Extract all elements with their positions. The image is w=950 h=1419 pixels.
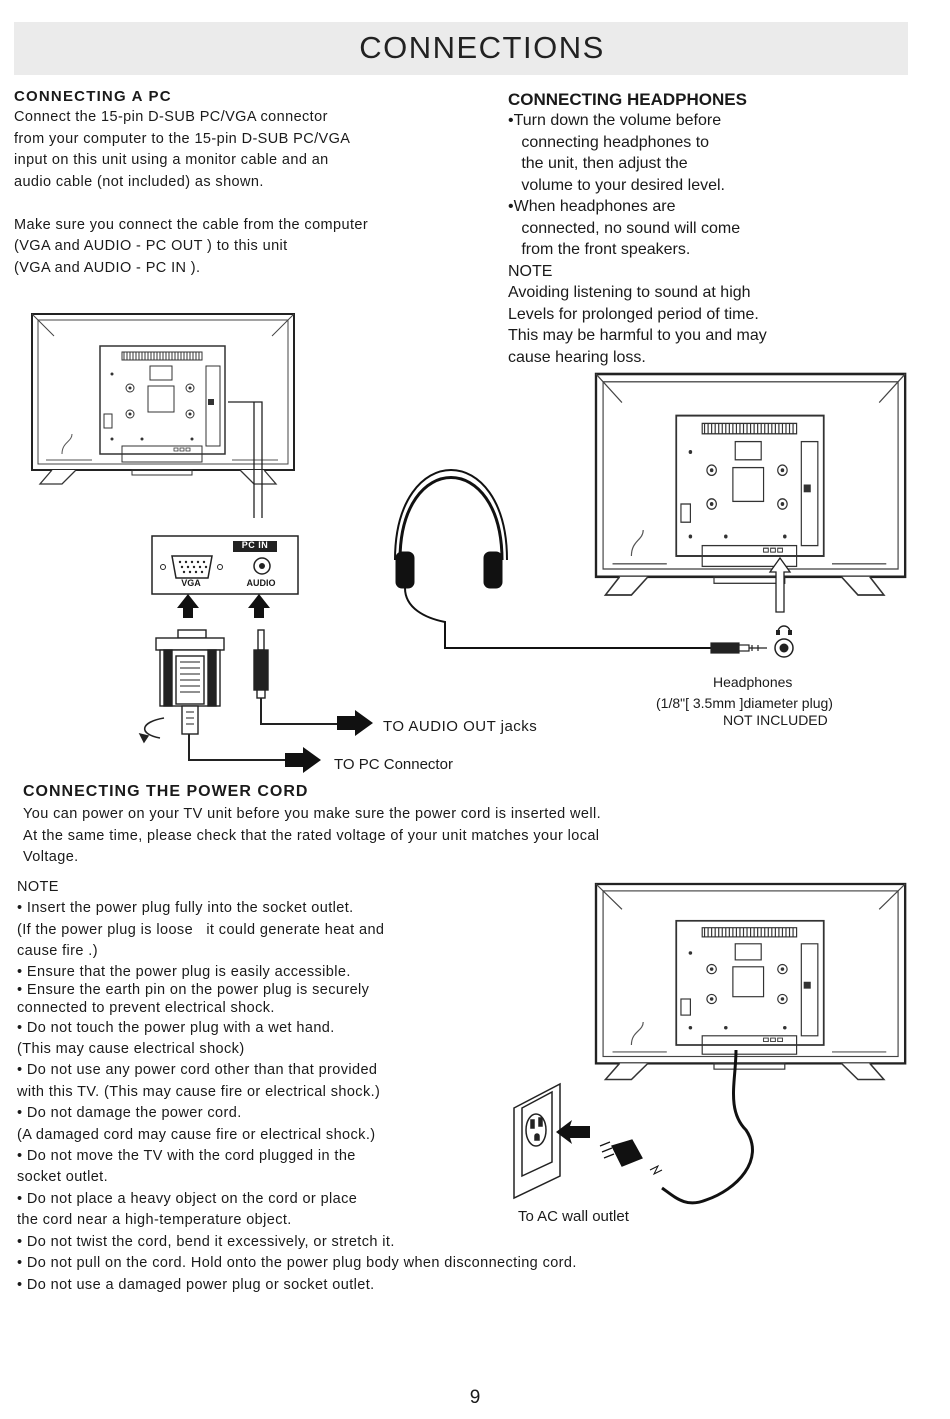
power-note: • Do not damage the power cord. [17, 1105, 242, 1122]
pc-line: Make sure you connect the cable from the… [14, 216, 369, 233]
headphone-plug [710, 642, 767, 654]
headphones-note-title: NOTE [508, 262, 553, 280]
power-note: • Do not pull on the cord. Hold onto the… [17, 1255, 577, 1272]
headphone-jack-arrow [768, 556, 792, 613]
headphones-line: connecting headphones to [508, 133, 710, 151]
pc-line: from your computer to the 15-pin D-SUB P… [14, 130, 351, 147]
audio-label: AUDIO [246, 578, 276, 588]
pc-line: Connect the 15-pin D-SUB PC/VGA connecto… [14, 109, 328, 125]
headphones-icon [394, 469, 711, 649]
headphones-line: the unit, then adjust the [508, 155, 688, 172]
tv-back-power [594, 882, 907, 1081]
tv-back-pc [31, 313, 295, 485]
pc-line: (VGA and AUDIO - PC IN ). [14, 259, 201, 276]
headphones-line: connected, no sound will come [508, 219, 741, 237]
pc-line: audio cable (not included) as shown. [14, 173, 264, 190]
pc-paragraph: Connect the 15-pin D-SUB PC/VGA connecto… [14, 107, 368, 279]
headphones-heading: CONNECTING HEADPHONES [508, 90, 747, 109]
vga-arrow [177, 594, 199, 618]
headphones-line: Levels for prolonged period of time. [508, 305, 759, 323]
page-title: CONNECTIONS [359, 30, 605, 65]
power-note: socket outlet. [17, 1169, 109, 1186]
pc-in-label: PC IN [241, 540, 269, 550]
power-note: • Do not move the TV with the cord plugg… [17, 1148, 356, 1165]
outlet-label: To AC wall outlet [518, 1208, 629, 1225]
headphones-plug-label: (1/8"[ 3.5mm ]diameter plug) [656, 695, 833, 711]
audio-plug [253, 629, 269, 699]
headphones-line: •When headphones are [508, 198, 676, 215]
headphones-line: from the front speakers. [508, 241, 691, 258]
pc-line [14, 193, 368, 215]
headphones-line: Avoiding listening to sound at high [508, 284, 751, 301]
vga-plug [138, 629, 225, 744]
page-number: 9 [469, 1387, 481, 1408]
pc-line: (VGA and AUDIO - PC OUT ) to this unit [14, 238, 288, 254]
to-audio-arrow [337, 710, 373, 736]
power-note: with this TV. (This may cause fire or el… [17, 1083, 381, 1100]
headphones-line: This may be harmful to you and may [508, 327, 767, 344]
vga-label: VGA [181, 578, 201, 588]
power-note: cause fire .) [17, 943, 98, 960]
power-note: the cord near a high-temperature object. [17, 1212, 292, 1229]
headphones-line: •Turn down the volume before [508, 112, 722, 129]
power-cord [661, 1049, 754, 1205]
power-note: • Do not place a heavy object on the cor… [17, 1190, 358, 1207]
headphones-paragraph: •Turn down the volume before connecting … [508, 110, 767, 368]
power-intro-line: You can power on your TV unit before you… [23, 806, 602, 822]
power-note: • Do not twist the cord, bend it excessi… [17, 1233, 395, 1250]
pc-line: input on this unit using a monitor cable… [14, 152, 329, 168]
power-note: • Do not touch the power plug with a wet… [17, 1019, 335, 1036]
power-note: • Insert the power plug fully into the s… [17, 900, 354, 917]
power-note-title: NOTE [17, 879, 59, 895]
power-note: (This may cause electrical shock) [17, 1041, 245, 1058]
audio-cable [260, 698, 337, 725]
power-note: • Ensure the earth pin on the power plug… [17, 981, 370, 998]
to-pc-arrow [285, 747, 321, 773]
power-note: (If the power plug is loose it could gen… [17, 921, 385, 938]
power-heading: CONNECTING THE POWER CORD [23, 783, 309, 800]
headphones-line: volume to your desired level. [508, 176, 725, 194]
power-intro-line: At the same time, please check that the … [23, 827, 600, 844]
power-intro: You can power on your TV unit before you… [23, 804, 601, 869]
headphones-label: Headphones [713, 674, 793, 690]
power-note: connected to prevent electrical shock. [17, 999, 275, 1016]
power-note: • Do not use any power cord other than t… [17, 1062, 378, 1079]
power-note: (A damaged cord may cause fire or electr… [17, 1126, 376, 1143]
power-note: • Ensure that the power plug is easily a… [17, 963, 351, 980]
audio-arrow [248, 594, 270, 618]
pc-heading: CONNECTING A PC [14, 88, 172, 105]
to-audio-label: TO AUDIO OUT jacks [383, 718, 538, 735]
headphones-line: cause hearing loss. [508, 348, 646, 366]
headphone-jack-icon [774, 625, 794, 658]
not-included-label: NOT INCLUDED [723, 712, 828, 728]
title-bar [14, 22, 908, 75]
pc-cable-from-tv [228, 401, 263, 518]
power-notes: NOTE • Insert the power plug fully into … [17, 877, 577, 1296]
to-pc-label: TO PC Connector [334, 756, 453, 773]
power-note: • Do not use a damaged power plug or soc… [17, 1276, 375, 1293]
power-intro-line: Voltage. [23, 849, 79, 865]
tv-back-headphones [594, 372, 907, 597]
vga-cable [188, 734, 285, 761]
power-plug [599, 1139, 663, 1176]
